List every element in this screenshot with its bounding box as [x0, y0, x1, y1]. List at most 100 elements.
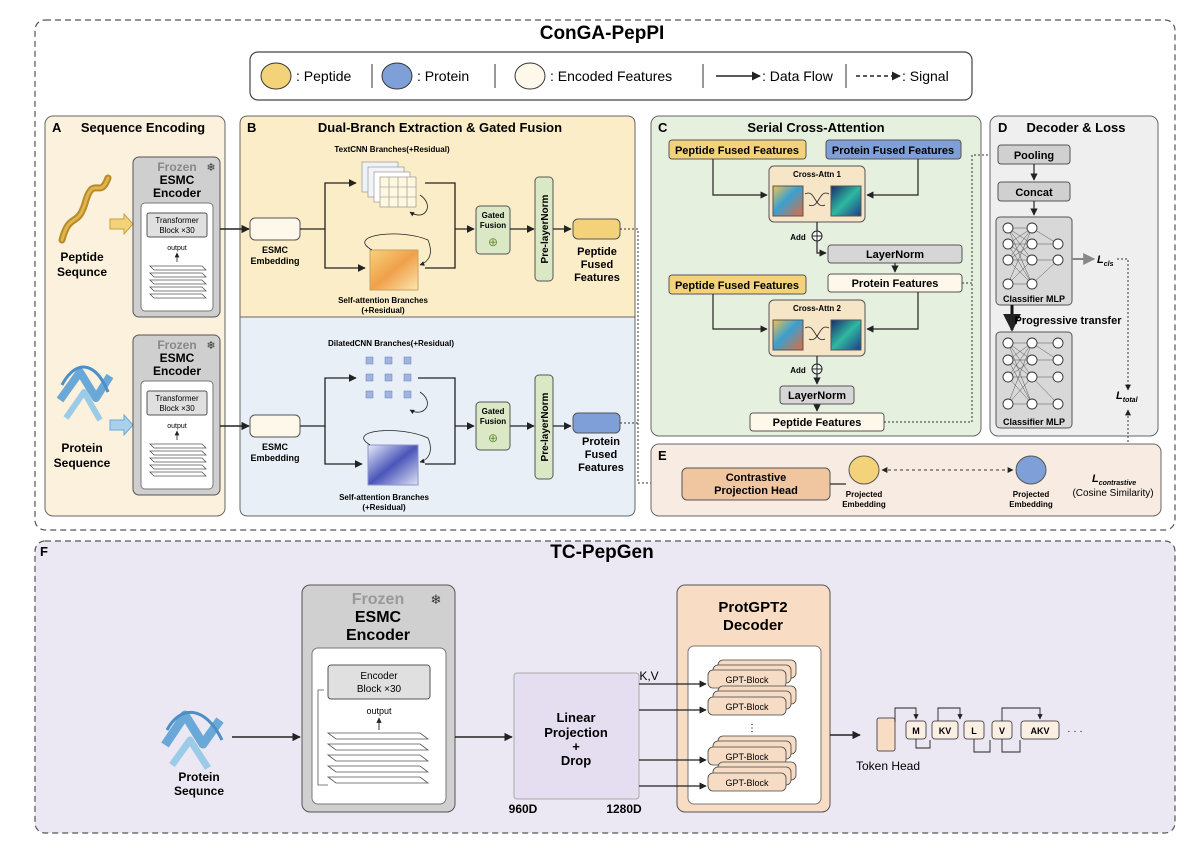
- token-akv: [1020, 720, 1060, 740]
- gpt-block-3: GPT-Block: [725, 752, 769, 762]
- panel-c-letter: C: [658, 120, 668, 135]
- pre-layernorm-label: Pre-layerNorm: [540, 392, 551, 461]
- esmc-embedding-label-1: ESMC: [262, 442, 289, 452]
- protein-structure-icon-f: [161, 710, 224, 770]
- snowflake-icon: ❄: [431, 592, 442, 607]
- block-label-2: Block ×30: [159, 226, 195, 235]
- linear-label-1: Linear: [556, 710, 595, 725]
- frozen-label-f: Frozen: [352, 591, 404, 608]
- protein-features-label: Protein Features: [852, 278, 939, 290]
- panel-f: F TC-PepGen Protein Sequnce Frozen ❄ ESM…: [34, 540, 1176, 834]
- legend-signal: : Signal: [902, 68, 949, 84]
- linear-label-2: Projection: [544, 725, 608, 740]
- block-label-2: Block ×30: [159, 404, 195, 413]
- gated-label-1: Gated: [482, 211, 505, 220]
- dim-out-label: 1280D: [606, 802, 642, 816]
- encoder-f-label-2: Encoder: [346, 627, 410, 644]
- dilated-grid-icon: [365, 356, 412, 399]
- token-head-label: Token Head: [856, 759, 920, 773]
- gated-fusion-box: [475, 205, 511, 255]
- projected-protein-embedding: [1015, 455, 1047, 485]
- projected-label-1: Projected: [1013, 490, 1050, 499]
- l-cls: Lcls: [1097, 254, 1114, 268]
- gate-icon: ⊕: [488, 431, 498, 445]
- linear-label-3: +: [572, 739, 580, 754]
- decoder-label-1: ProtGPT2: [718, 599, 787, 616]
- frozen-label: Frozen: [157, 160, 196, 174]
- protein-label-2: Sequence: [54, 456, 111, 470]
- legend-protein: : Protein: [417, 68, 469, 84]
- encoder-label-2: Encoder: [153, 186, 201, 200]
- legend-dataflow: : Data Flow: [762, 68, 834, 84]
- gated-label-1: Gated: [482, 407, 505, 416]
- selfattn-label-2: (+Residual): [362, 503, 406, 512]
- decoder-label-2: Decoder: [723, 617, 783, 634]
- token-kv: [931, 720, 959, 740]
- block-f-label-1: Encoder: [360, 671, 398, 682]
- protein-fused-label-2: Fused: [585, 449, 617, 461]
- output-label: output: [167, 423, 187, 430]
- legend-peptide-swatch: [260, 62, 292, 90]
- gated-label-2: Fusion: [480, 417, 506, 426]
- peptide-fused-label-2: Fused: [581, 259, 613, 271]
- gpt-block-1: GPT-Block: [725, 675, 769, 685]
- gate-icon: ⊕: [488, 235, 498, 249]
- panel-a-title: Sequence Encoding: [81, 120, 205, 135]
- gpt-block-4: GPT-Block: [725, 778, 769, 788]
- protein-label-f-1: Protein: [178, 770, 219, 784]
- panel-f-letter: F: [40, 544, 48, 559]
- classifier-mlp-2: Classifier MLP: [995, 331, 1073, 429]
- peptide-fused-features-label: Peptide Fused Features: [675, 145, 799, 157]
- projected-peptide-embedding: [848, 455, 880, 485]
- esmc-embedding-label-2: Embedding: [251, 453, 300, 463]
- panel-c-title: Serial Cross-Attention: [747, 120, 884, 135]
- token-ellipsis: · · ·: [1067, 726, 1083, 737]
- textcnn-label: TextCNN Branches(+Residual): [334, 145, 450, 154]
- peptide-fused-features-1: [668, 139, 807, 160]
- concat-label: Concat: [1015, 187, 1053, 199]
- panel-c: C Serial Cross-Attention Peptide Fused F…: [650, 115, 997, 437]
- gpt-block-2: GPT-Block: [725, 702, 769, 712]
- selfattn-heatmap-peptide: [369, 249, 419, 291]
- snowflake-icon: ❄: [206, 340, 215, 352]
- frozen-label: Frozen: [157, 338, 196, 352]
- output-label-f: output: [366, 706, 392, 716]
- esmc-embedding-box: [249, 217, 301, 241]
- token-v-label: V: [999, 726, 1005, 736]
- encoder-label-2: Encoder: [153, 364, 201, 378]
- kv-label: K,V: [639, 669, 658, 683]
- projected-label-1: Projected: [846, 490, 883, 499]
- l-total: Ltotal: [1116, 390, 1139, 404]
- l-contrastive: Lcontrastive: [1092, 473, 1136, 487]
- conga-frame: [34, 19, 1176, 531]
- esmc-encoder-f: Frozen ❄ ESMC Encoder Encoder Block ×30 …: [301, 584, 456, 813]
- layernorm-1-label: LayerNorm: [866, 249, 924, 261]
- encoder-label-1: ESMC: [160, 173, 195, 187]
- contrastive-head-label-1: Contrastive: [726, 472, 787, 484]
- panel-e-letter: E: [658, 448, 667, 463]
- peptide-label-2: Sequnce: [57, 265, 107, 279]
- legend-peptide: : Peptide: [296, 68, 351, 84]
- dilated-label: DilatedCNN Branches(+Residual): [328, 339, 454, 348]
- linear-projection-box: [513, 672, 640, 800]
- selfattn-heatmap-protein: [367, 444, 419, 486]
- encoder-f-label-1: ESMC: [355, 609, 402, 626]
- protein-fused-features: [825, 139, 962, 160]
- protein-fused-box: [572, 412, 621, 434]
- projected-label-2: Embedding: [1009, 500, 1053, 509]
- gated-label-2: Fusion: [480, 221, 506, 230]
- dim-in-label: 960D: [509, 802, 538, 816]
- textcnn-grid-icon: [361, 161, 417, 208]
- peptide-fused-features-label: Peptide Fused Features: [675, 280, 799, 292]
- protein-fused-features-label: Protein Fused Features: [832, 145, 954, 157]
- progressive-label: Progressive transfer: [1015, 315, 1123, 327]
- panel-f-title: TC-PepGen: [550, 542, 653, 563]
- vertical-ellipsis: ⋮: [747, 723, 757, 734]
- legend: : Peptide : Protein : Encoded Features :…: [249, 51, 973, 101]
- selfattn-label-2: (+Residual): [361, 306, 405, 315]
- token-head-box: [876, 717, 896, 752]
- block-label-1: Transformer: [155, 216, 199, 225]
- panel-d: D Decoder & Loss Pooling Concat Classifi…: [989, 115, 1159, 470]
